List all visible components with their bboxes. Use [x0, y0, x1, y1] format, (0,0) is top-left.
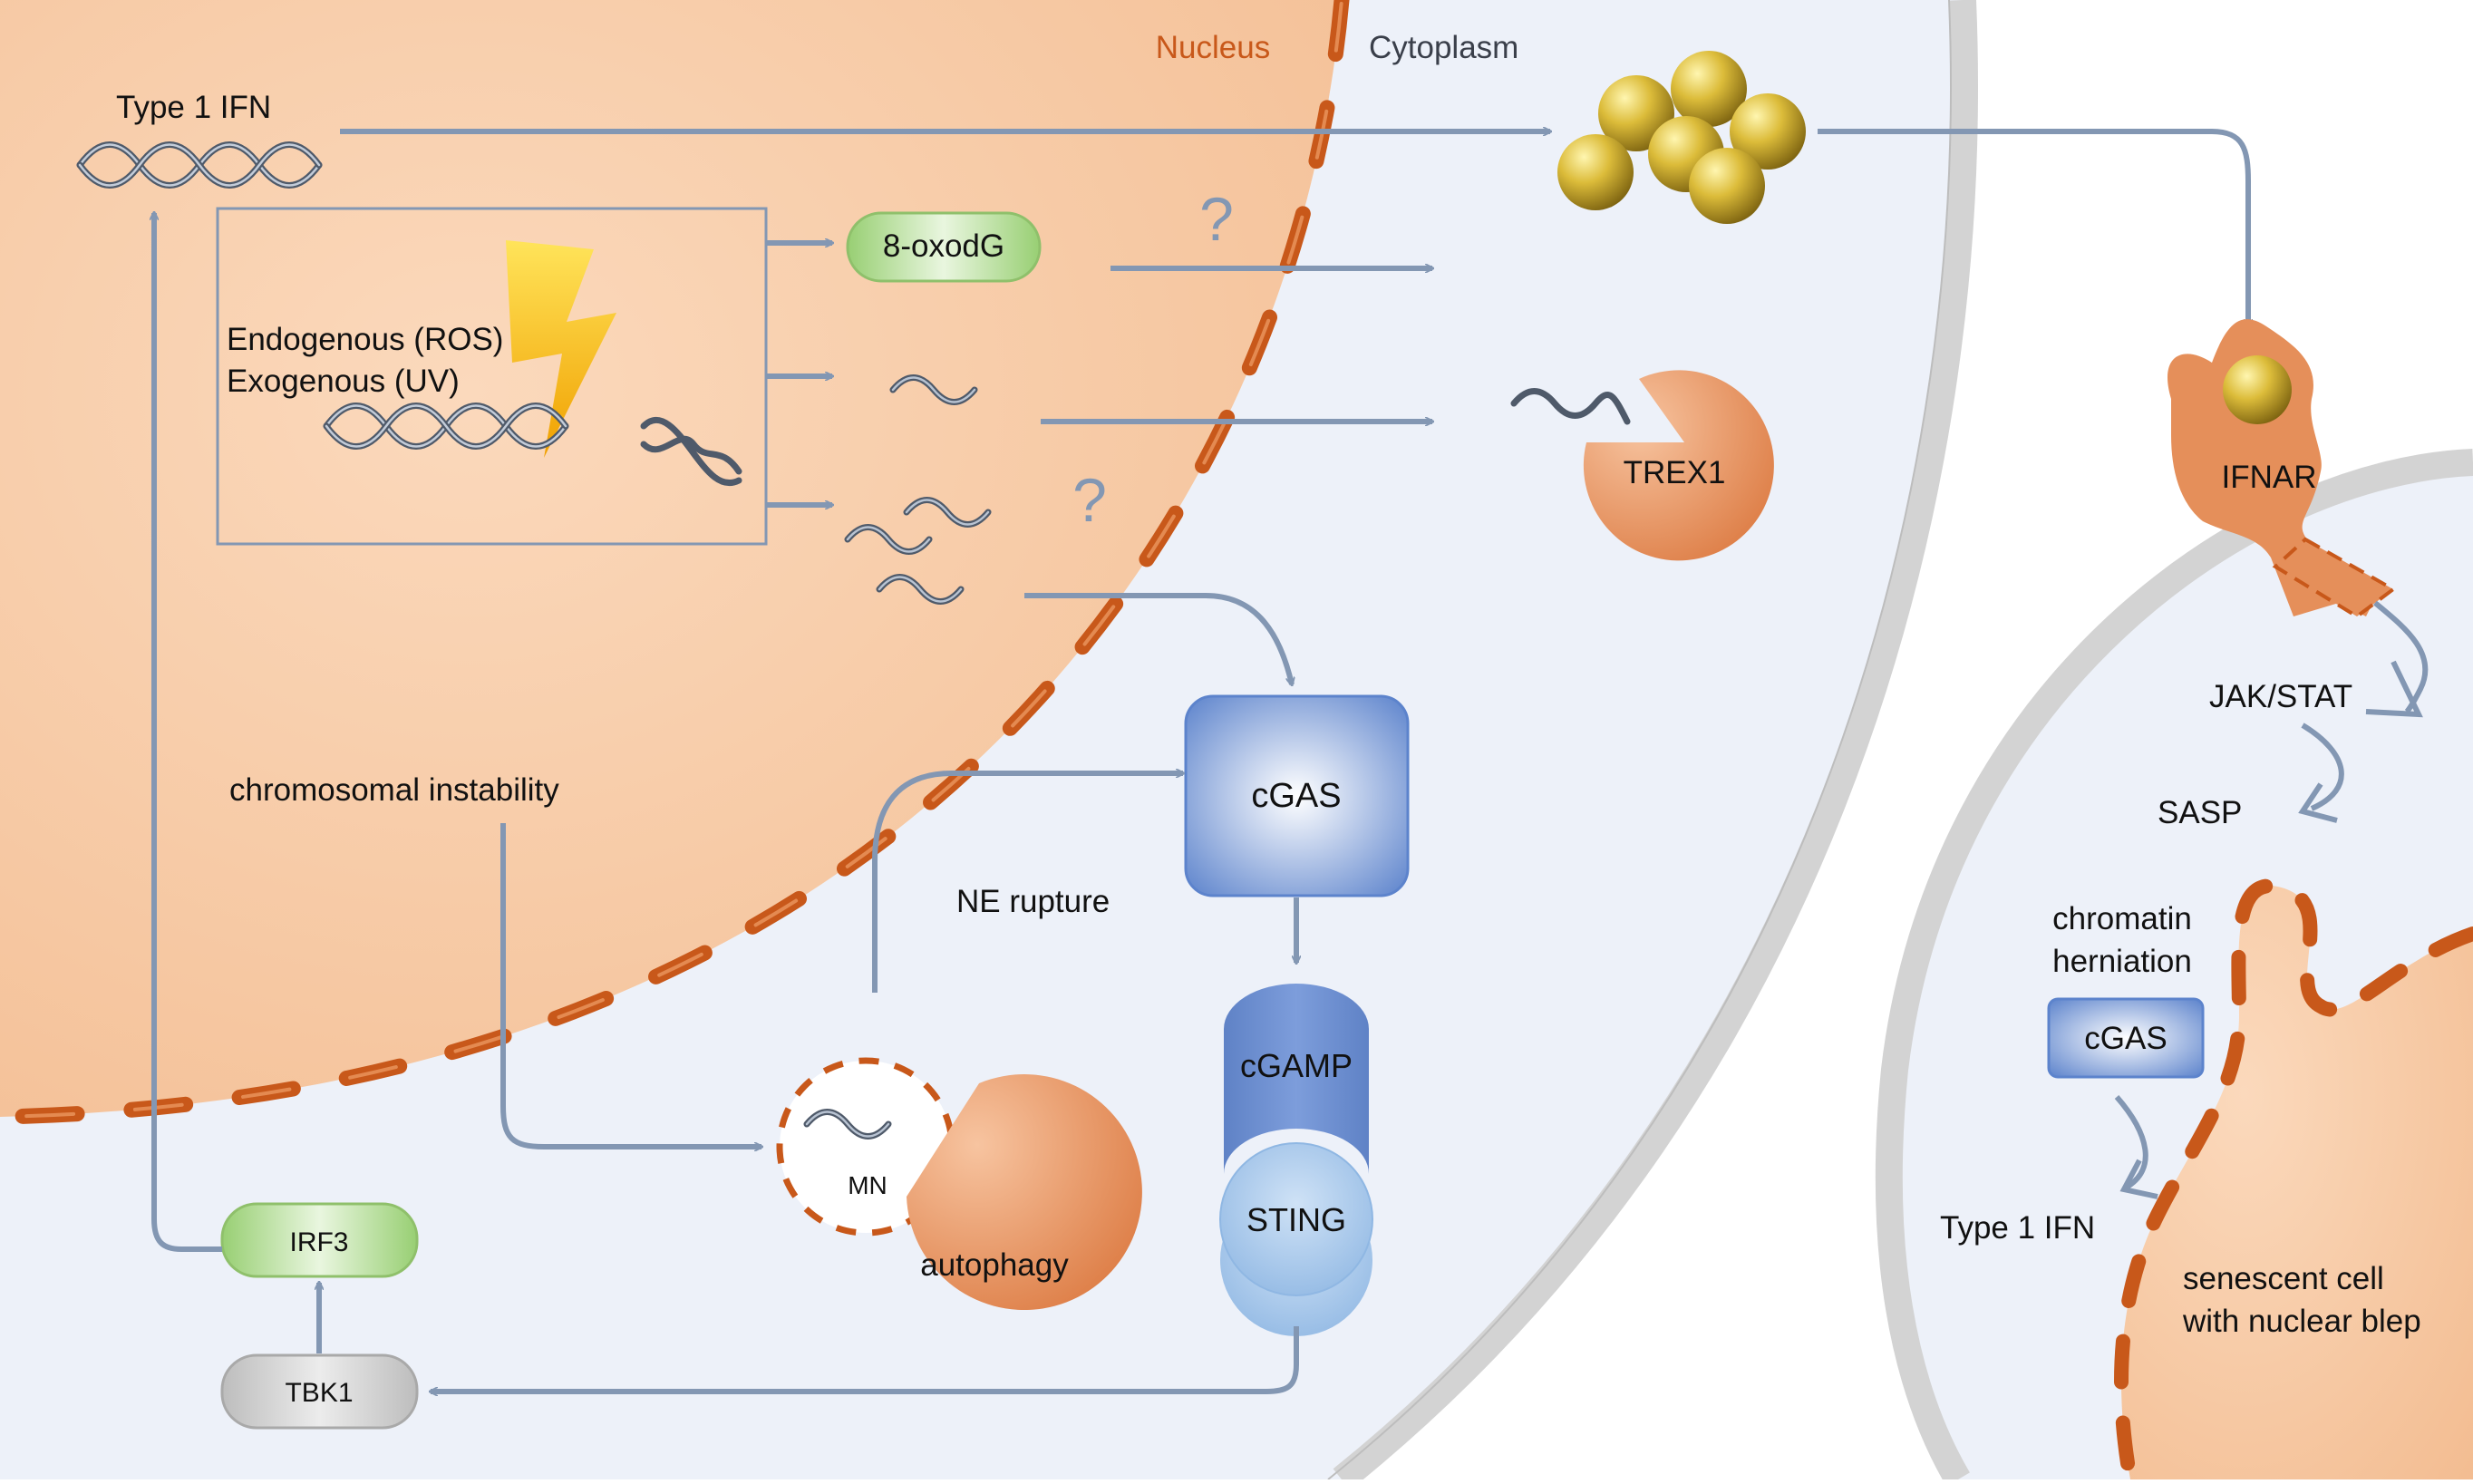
arrow-cgas-to-ifn-senescent	[2114, 1095, 2148, 1190]
main-cell-membrane	[1333, 0, 1978, 1484]
autophagy-label: autophagy	[920, 1247, 1069, 1283]
ifnar-receptor	[2168, 319, 2397, 619]
unknown-mark-bottom: ?	[1072, 466, 1107, 535]
trex1-substrate-dna	[1510, 388, 1631, 425]
arrow-instability-to-mn	[500, 823, 761, 1147]
cytoplasm-label: Cytoplasm	[1369, 30, 1518, 65]
type1-ifn-label: Type 1 IFN	[116, 90, 271, 125]
arrow-mn-to-cgas	[872, 773, 1183, 993]
senescent-type1-ifn-label: Type 1 IFN	[1940, 1210, 2095, 1246]
unknown-mark-top: ?	[1199, 185, 1234, 254]
trex1-label: TREX1	[1624, 455, 1726, 490]
cgas-label: cGAS	[1251, 777, 1341, 815]
arrow-ifn-to-ifnar	[1818, 129, 2248, 326]
trex1-enzyme	[1583, 370, 1774, 561]
arrow-irf3-to-ifn	[154, 213, 222, 1252]
oxodg-label: 8-oxodG	[883, 228, 1004, 264]
nucleus-label: Nucleus	[1156, 30, 1270, 65]
senescent-caption-line1: senescent cell	[2183, 1261, 2384, 1296]
ne-rupture-label: NE rupture	[956, 884, 1110, 919]
arrow-jakstat-to-sasp	[2301, 723, 2344, 811]
irf3-pill	[220, 1202, 419, 1278]
sting-label: STING	[1246, 1201, 1346, 1238]
dna-fragment-broken	[640, 417, 742, 487]
cgas-enzyme	[1184, 694, 1410, 897]
senescent-cgas	[2047, 997, 2205, 1079]
chromatin-label: chromatin	[2052, 901, 2192, 936]
sting-protein	[1219, 1142, 1373, 1296]
lightning-icon	[506, 240, 616, 458]
irf3-label: IRF3	[289, 1227, 348, 1257]
senescent-nuclear-envelope	[2114, 878, 2473, 1484]
cgamp-label: cGAMP	[1240, 1047, 1353, 1084]
jak-stat-label: JAK/STAT	[2209, 679, 2352, 714]
damage-source-endogenous: Endogenous (ROS)	[227, 322, 503, 357]
sasp-label: SASP	[2158, 795, 2242, 830]
cgamp-shape	[1224, 984, 1369, 1174]
senescent-caption-line2: with nuclear blep	[2182, 1304, 2421, 1339]
chromosomal-instability-label: chromosomal instability	[229, 772, 559, 808]
secreted-ifn-cluster	[1557, 51, 1806, 224]
herniation-label: herniation	[2052, 944, 2192, 979]
arrow-ifnar-to-jakstat	[2373, 600, 2429, 714]
ifnar-label: IFNAR	[2222, 460, 2317, 495]
arrow-sting-to-tbk1	[431, 1326, 1299, 1392]
senescent-cgas-label: cGAS	[2084, 1021, 2167, 1056]
tbk1-pill	[220, 1353, 419, 1430]
oxodg-pill	[846, 211, 1042, 283]
arrow-fragments-to-cgas	[1024, 593, 1292, 684]
tbk1-label: TBK1	[285, 1378, 353, 1408]
damage-source-exogenous: Exogenous (UV)	[227, 364, 460, 399]
senescent-nucleus	[2121, 886, 2473, 1479]
autophagy-shape	[907, 1074, 1142, 1311]
mn-label: MN	[848, 1171, 887, 1199]
